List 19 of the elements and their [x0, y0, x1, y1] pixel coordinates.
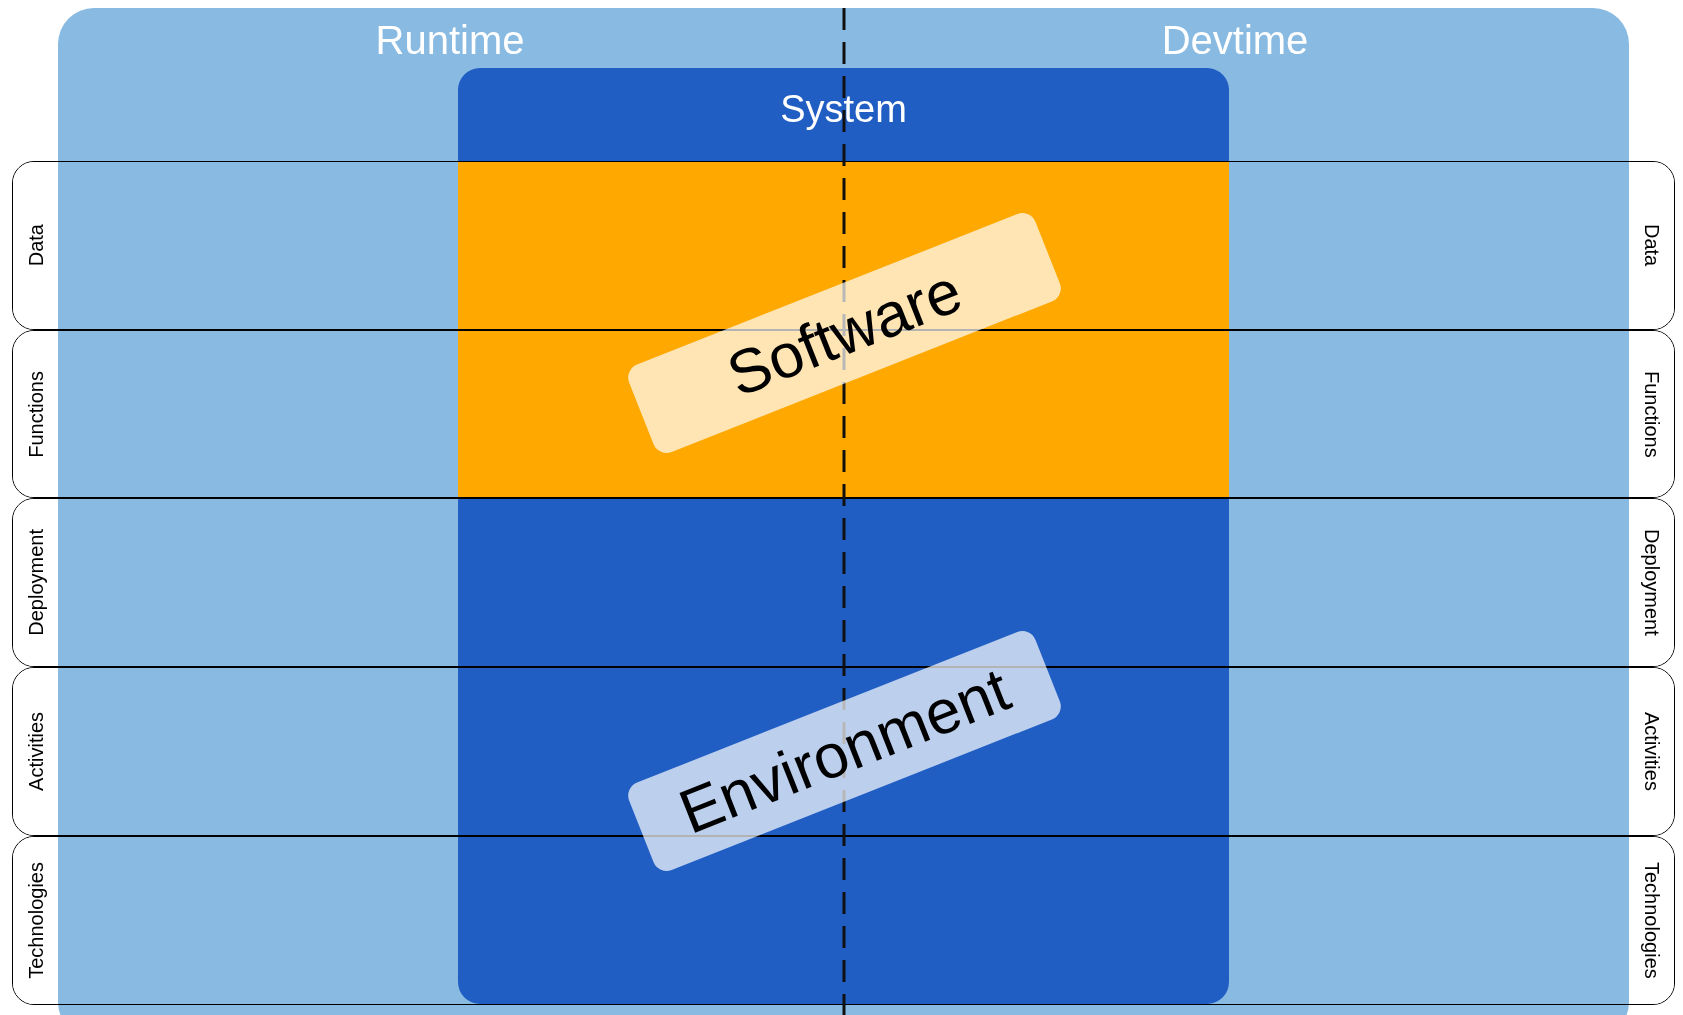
row-band — [12, 836, 1675, 1005]
section-heading: Runtime — [375, 20, 525, 60]
row-label: Technologies — [1641, 862, 1662, 979]
background-panel — [58, 8, 1629, 1015]
row-label: Activities — [1641, 712, 1662, 791]
system-heading: System — [780, 90, 907, 128]
row-label: Data — [25, 224, 46, 267]
row-label: Technologies — [25, 862, 46, 979]
row-band — [12, 667, 1675, 836]
row-label: Data — [1641, 224, 1662, 267]
row-band — [12, 498, 1675, 667]
row-label: Deployment — [1641, 529, 1662, 636]
system-panel — [458, 68, 1229, 1004]
row-label: Deployment — [25, 529, 46, 636]
section-heading: Devtime — [1161, 20, 1309, 60]
row-label: Functions — [1641, 370, 1662, 458]
row-label: Activities — [25, 712, 46, 791]
row-label: Functions — [25, 370, 46, 458]
software-region — [458, 161, 1229, 498]
